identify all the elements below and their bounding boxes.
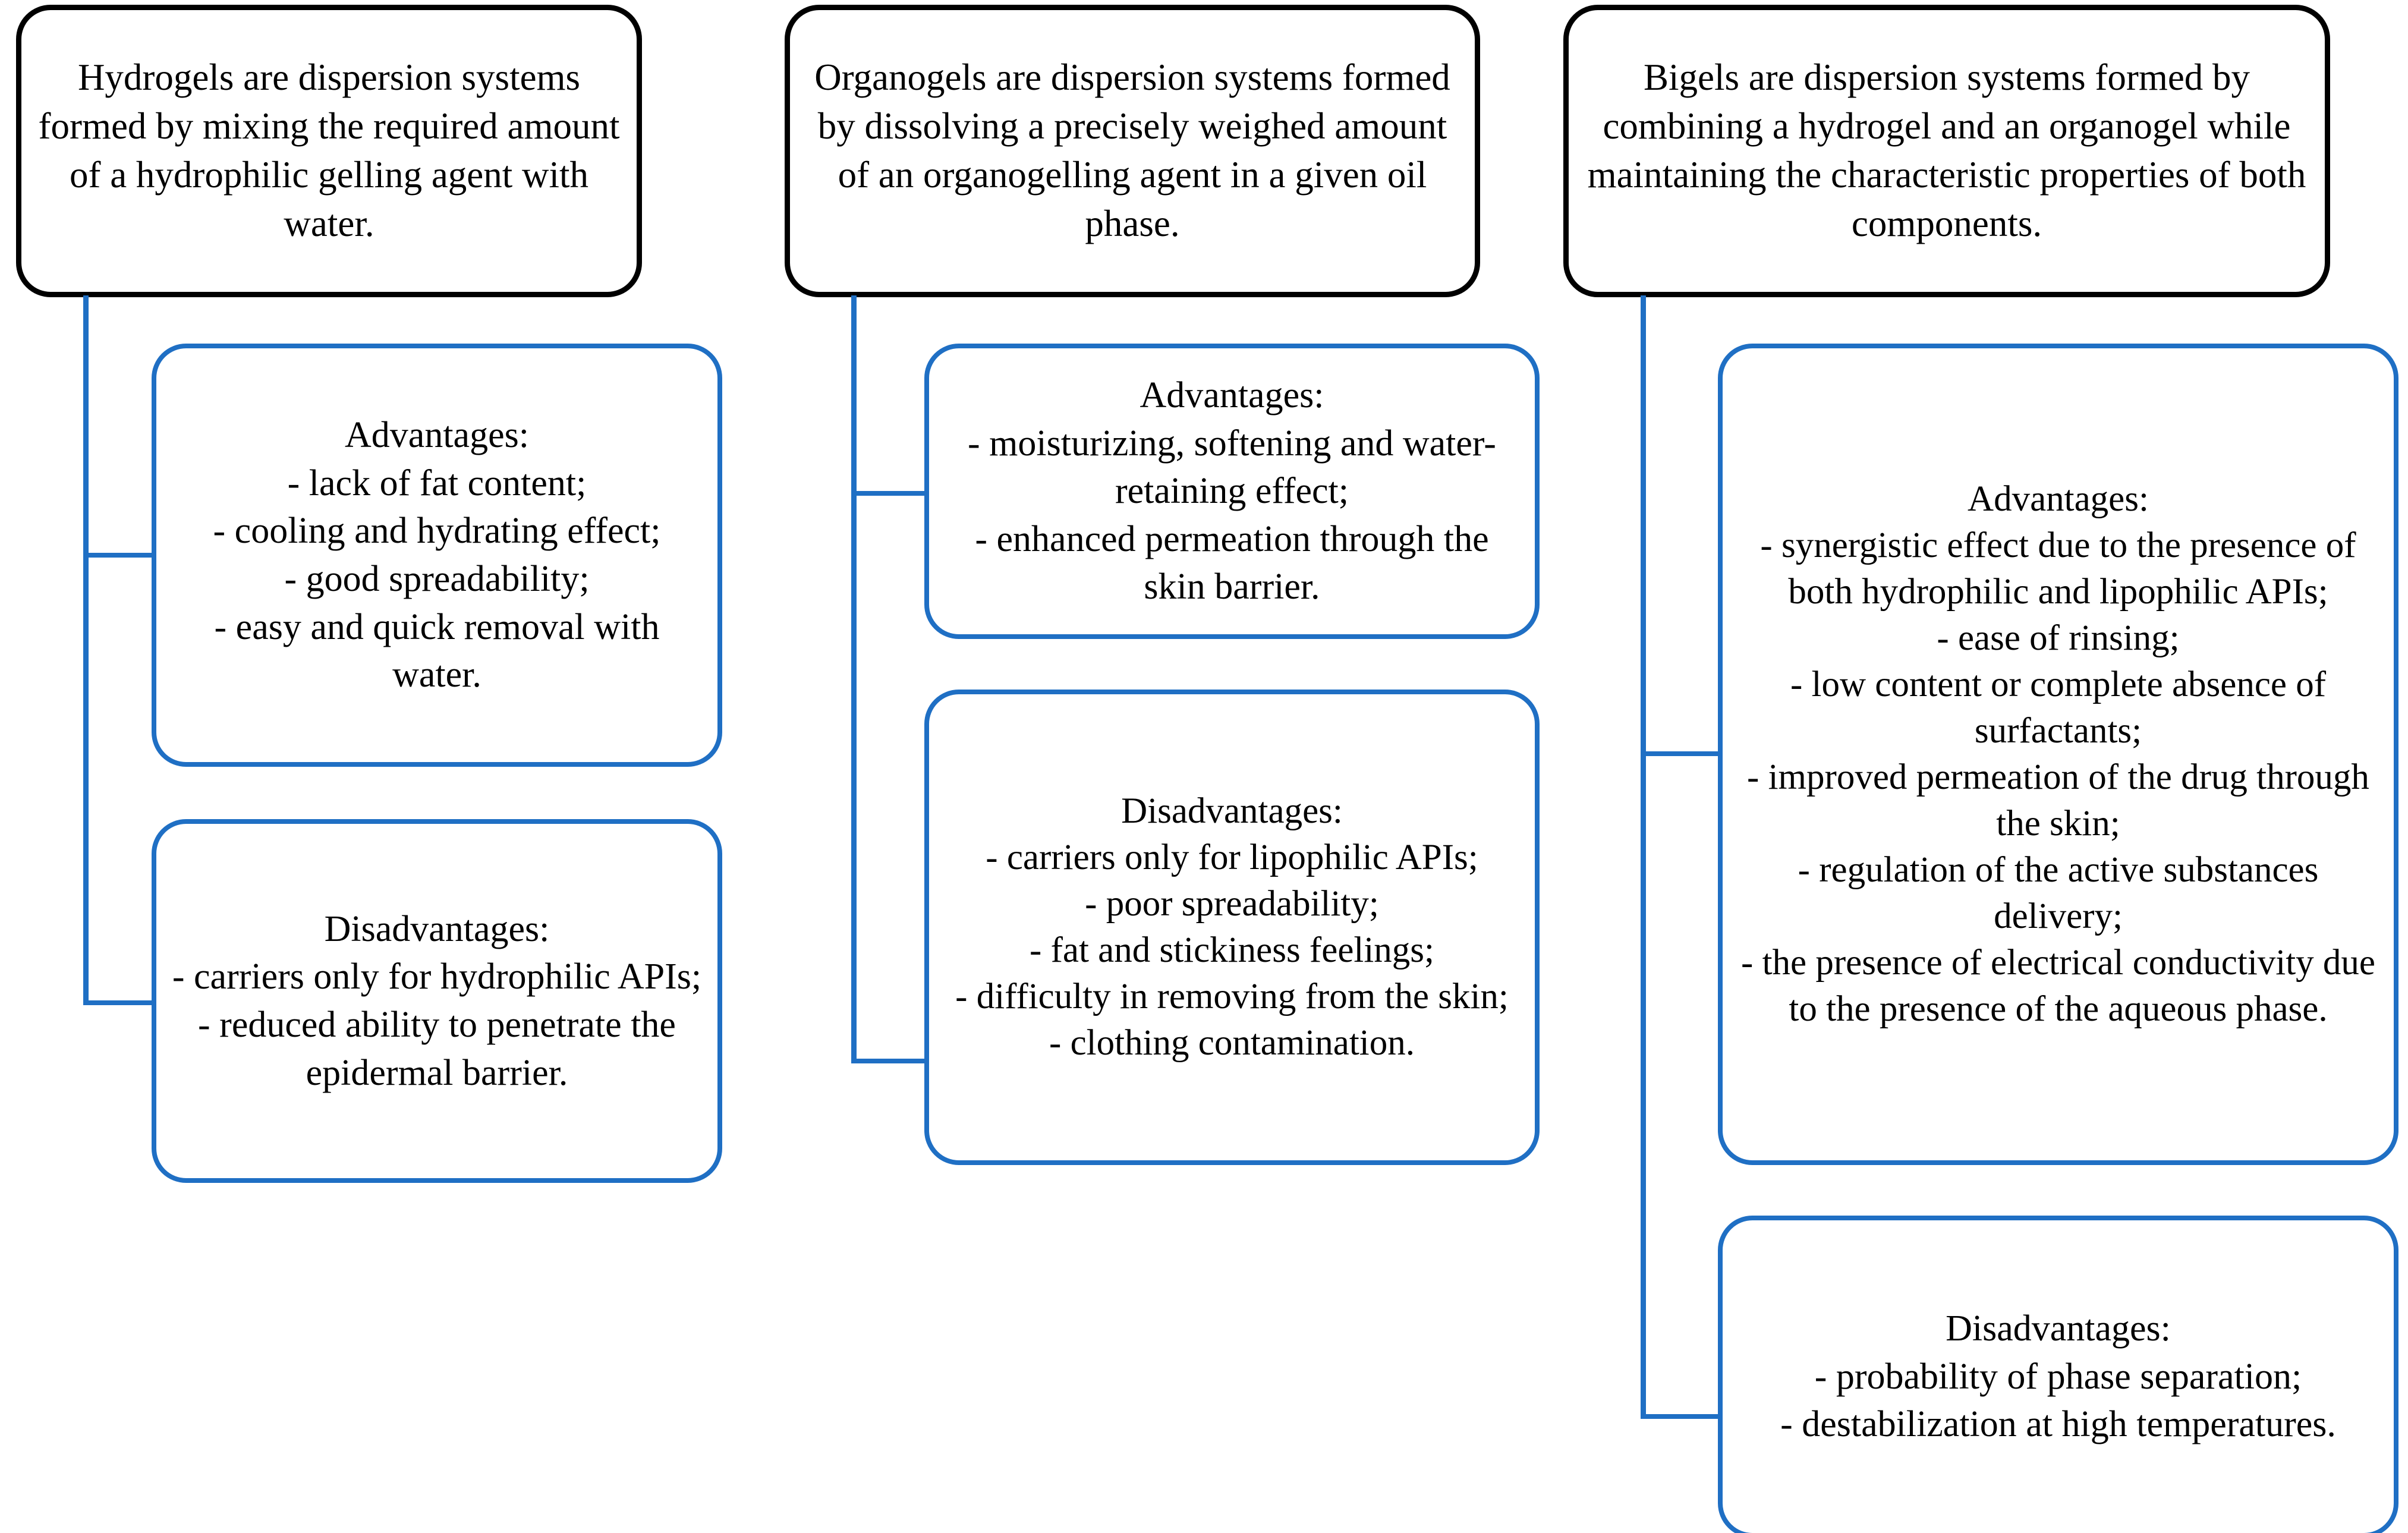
organogels-definition-text: Organogels are dispersion systems formed… (814, 56, 1450, 244)
hydrogels-disadvantages-text: Disadvantages: - carriers only for hydro… (172, 908, 702, 1093)
hydrogels-connector-branch-disadvantages (83, 1000, 156, 1005)
bigels-disadvantages-box: Disadvantages: - probability of phase se… (1718, 1216, 2398, 1533)
bigels-advantages-box: Advantages: - synergistic effect due to … (1718, 344, 2398, 1165)
bigels-connector-branch-advantages (1641, 751, 1723, 756)
organogels-disadvantages-text: Disadvantages: - carriers only for lipop… (955, 791, 1509, 1063)
hydrogels-definition-box: Hydrogels are dispersion systems formed … (16, 5, 642, 297)
organogels-disadvantages-box: Disadvantages: - carriers only for lipop… (924, 690, 1540, 1165)
organogels-advantages-box: Advantages: - moisturizing, softening an… (924, 344, 1540, 639)
hydrogels-advantages-text: Advantages: - lack of fat content; - coo… (213, 415, 661, 695)
hydrogels-disadvantages-box: Disadvantages: - carriers only for hydro… (152, 819, 722, 1183)
hydrogels-definition-text: Hydrogels are dispersion systems formed … (38, 56, 620, 244)
organogels-definition-box: Organogels are dispersion systems formed… (785, 5, 1480, 297)
organogels-connector-branch-disadvantages (851, 1059, 928, 1063)
organogels-advantages-text: Advantages: - moisturizing, softening an… (968, 375, 1496, 607)
bigels-connector-branch-disadvantages (1641, 1414, 1723, 1419)
bigels-connector-trunk (1641, 295, 1646, 1419)
bigels-disadvantages-text: Disadvantages: - probability of phase se… (1780, 1308, 2336, 1445)
bigels-advantages-text: Advantages: - synergistic effect due to … (1741, 479, 2375, 1030)
hydrogels-connector-branch-advantages (83, 553, 156, 558)
bigels-definition-box: Bigels are dispersion systems formed by … (1563, 5, 2330, 297)
organogels-connector-branch-advantages (851, 491, 928, 496)
hydrogels-advantages-box: Advantages: - lack of fat content; - coo… (152, 344, 722, 767)
hydrogels-connector-trunk (83, 295, 89, 1005)
bigels-definition-text: Bigels are dispersion systems formed by … (1587, 56, 2306, 244)
organogels-connector-trunk (851, 295, 857, 1063)
